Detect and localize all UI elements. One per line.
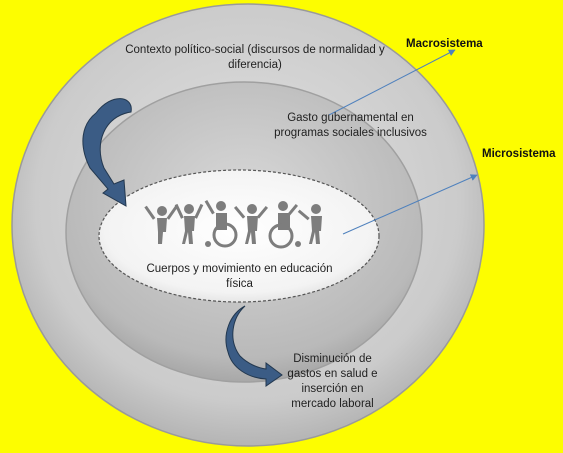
curved-arrow-icon — [82, 98, 132, 207]
children-with-disabilities-icon — [144, 199, 322, 249]
microsystem-pointer — [342, 174, 478, 235]
outer-ring-label: Contexto político-social (discursos de n… — [125, 44, 385, 71]
inner-ellipse — [98, 169, 380, 303]
microsystem-label: Microsistema — [482, 148, 556, 160]
curved-arrow-icon — [225, 305, 283, 387]
bottom-outcome-label: Disminución de gastos en salud e inserci… — [287, 353, 378, 410]
middle-ring-label: Gasto gubernamental en programas sociale… — [274, 112, 427, 139]
macrosystem-label: Macrosistema — [406, 38, 483, 50]
macrosystem-pointer — [328, 49, 456, 116]
inner-ellipse-label: Cuerpos y movimiento en educación física — [146, 263, 333, 290]
